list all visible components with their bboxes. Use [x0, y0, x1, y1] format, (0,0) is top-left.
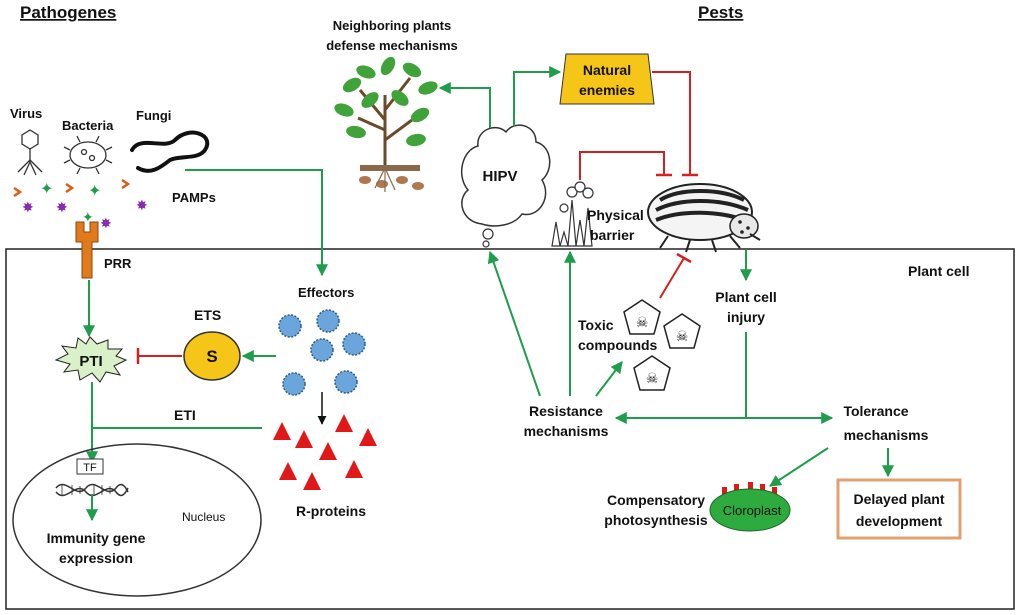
- chloroplast-label: Cloroplast: [723, 503, 782, 518]
- hipv-cloud-puff: [482, 228, 494, 240]
- r-protein-triangles: [273, 414, 377, 490]
- compensatory-line2: photosynthesis: [604, 512, 708, 528]
- natural-enemies-box: [559, 53, 655, 105]
- svg-text:✸: ✸: [56, 200, 68, 216]
- dna-helix-icon: [55, 483, 129, 497]
- nucleus: [12, 443, 262, 597]
- delayed-line2: development: [856, 513, 943, 529]
- resistance-line1: Resistance: [529, 403, 603, 419]
- s-node: [183, 331, 241, 381]
- natural-line2: enemies: [579, 82, 635, 98]
- injury-line1: Plant cell: [715, 289, 776, 305]
- plant-cell-boundary: [5, 248, 1015, 610]
- header-pathogens: Pathogenes: [20, 3, 116, 22]
- skull-icons: ☠ ☠ ☠: [623, 299, 701, 391]
- barrier-inhibit-pest: [579, 151, 665, 180]
- ets-label: ETS: [194, 307, 221, 323]
- trichome-icon: [551, 181, 594, 247]
- injury-line2: injury: [727, 309, 765, 325]
- svg-text:✦: ✦: [88, 181, 101, 200]
- bacteria-label: Bacteria: [62, 118, 114, 133]
- toxic-line1: Toxic: [578, 317, 614, 333]
- tolerance-line2: mechanisms: [844, 427, 929, 443]
- tolerance-to-chloroplast-arrow: [768, 447, 829, 487]
- effectors-label: Effectors: [298, 285, 354, 300]
- pamp-particles: ✦ ✦ ✦ ✸ ✸ ✸ ✸: [13, 178, 148, 232]
- resistance-to-toxic-arrow: [595, 361, 623, 397]
- toxic-line2: compounds: [578, 337, 658, 353]
- eti-label: ETI: [174, 407, 196, 423]
- resistance-line2: mechanisms: [524, 423, 609, 439]
- hipv-cloud-puff-small: [482, 240, 490, 248]
- prr-label: PRR: [104, 256, 132, 271]
- neighboring-line2: defense mechanisms: [326, 38, 458, 53]
- svg-text:☠: ☠: [676, 329, 689, 345]
- prr-receptor: [75, 221, 99, 279]
- beetle-icon: [647, 183, 761, 253]
- header-pests: Pests: [698, 3, 743, 22]
- natural-enemies-inhibit-pest: [652, 71, 691, 174]
- pamps-label: PAMPs: [172, 190, 216, 205]
- delayed-box: [836, 478, 962, 540]
- virus-label: Virus: [10, 106, 42, 121]
- chloroplast-icon: [709, 482, 791, 532]
- effector-particles: [278, 309, 366, 396]
- plant-cell-title: Plant cell: [908, 263, 969, 279]
- fungi-icon: [130, 130, 210, 173]
- svg-text:✸: ✸: [22, 200, 34, 216]
- pti-label: PTI: [79, 353, 102, 370]
- svg-text:✦: ✦: [40, 179, 53, 198]
- immunity-line1: Immunity gene: [47, 530, 146, 546]
- immunity-line2: expression: [59, 550, 133, 566]
- hipv-to-natural-enemies-arrow: [513, 66, 562, 126]
- virus-icon: [17, 129, 43, 176]
- physical-line2: barrier: [590, 227, 635, 243]
- r-proteins-label: R-proteins: [296, 503, 366, 519]
- neighboring-plant-icon: [334, 56, 438, 192]
- delayed-line1: Delayed plant: [853, 491, 944, 507]
- resistance-to-hipv-arrow: [487, 250, 541, 397]
- natural-line1: Natural: [583, 62, 631, 78]
- svg-text:✸: ✸: [100, 216, 112, 232]
- inhibit-bar-toxic: [676, 252, 692, 264]
- hipv-label: HIPV: [482, 168, 517, 185]
- fungi-label: Fungi: [136, 108, 171, 123]
- pamps-to-effectors-arrow: [185, 169, 328, 277]
- svg-text:☠: ☠: [636, 315, 649, 331]
- toxic-inhibit-pest: [659, 257, 685, 299]
- tf-box: [76, 458, 104, 475]
- pti-burst: [54, 336, 128, 383]
- s-label: S: [206, 347, 217, 366]
- svg-text:✸: ✸: [136, 198, 148, 214]
- physical-line1: Physical: [587, 207, 644, 223]
- nucleus-label: Nucleus: [182, 510, 225, 524]
- tolerance-line1: Tolerance: [843, 403, 908, 419]
- neighboring-line1: Neighboring plants: [333, 18, 451, 33]
- tf-label: TF: [83, 462, 97, 474]
- bacteria-icon: [63, 135, 113, 175]
- svg-text:☠: ☠: [646, 371, 659, 387]
- hipv-to-neighboring-arrow: [438, 82, 491, 128]
- hipv-cloud: [460, 124, 551, 227]
- compensatory-line1: Compensatory: [607, 492, 705, 508]
